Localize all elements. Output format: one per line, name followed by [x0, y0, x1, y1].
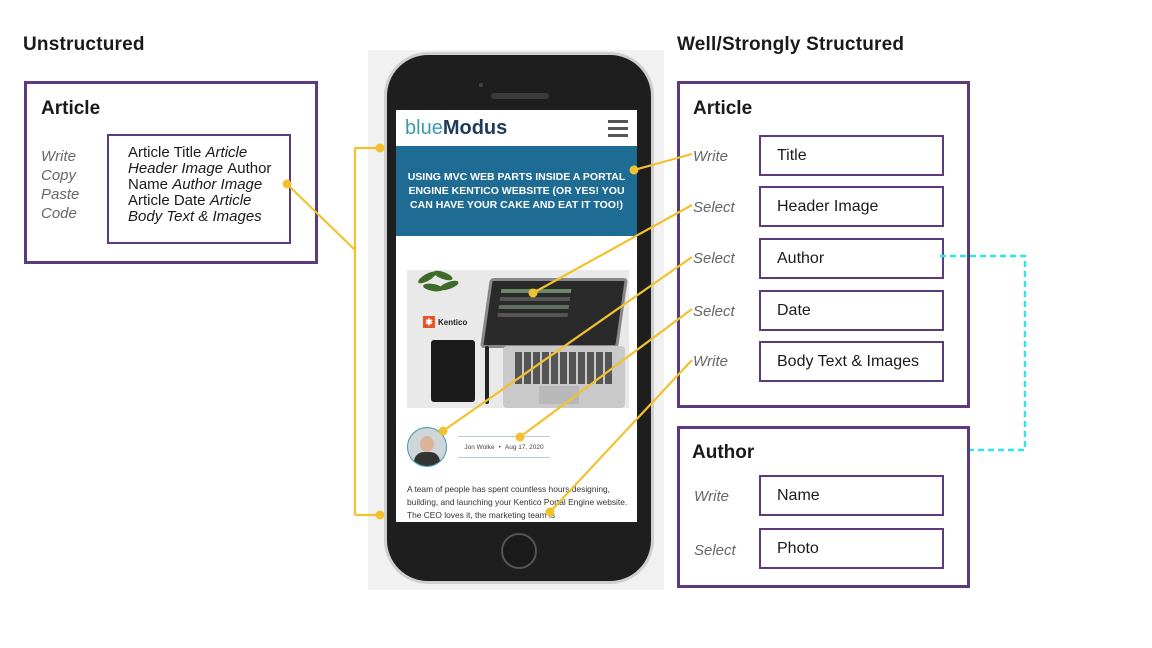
structured-article-box: Article Write Title Select Header Image …	[677, 81, 970, 408]
logo-blue-text: blue	[405, 117, 443, 139]
content-article-title: Article Title	[128, 144, 206, 161]
dot-unstructured	[282, 179, 292, 189]
heading-unstructured: Unstructured	[23, 34, 145, 55]
phone-speaker	[491, 93, 549, 99]
bluemodus-logo: blueModus	[405, 117, 507, 140]
unstructured-to-bracket-line	[286, 183, 356, 251]
dot-bracket-top	[375, 143, 385, 153]
notebook-graphic	[431, 340, 475, 402]
article-body-text: A team of people has spent countless hou…	[407, 484, 628, 520]
kentico-logo: ✱Kentico	[423, 316, 467, 328]
article-title-banner: USING MVC WEB PARTS INSIDE A PORTAL ENGI…	[396, 146, 637, 236]
content-author-image: Author Image	[172, 176, 263, 193]
unstructured-box-title: Article	[41, 98, 101, 119]
article-verb-title: Write	[693, 148, 728, 165]
body-connector	[549, 359, 693, 513]
byline-date: Aug 17, 2020	[504, 443, 544, 451]
content-body-text: Article Body Text & Images	[128, 192, 262, 225]
date-connector	[519, 308, 693, 438]
unstructured-content-block: Article Title Article Header Image Autho…	[107, 134, 291, 244]
unstructured-article-box: Article Write Copy Paste Code Article Ti…	[24, 81, 318, 264]
field-name: Name	[759, 475, 944, 516]
verb-write: Write	[41, 148, 76, 165]
field-header-image: Header Image	[759, 186, 944, 227]
pen-graphic	[485, 346, 489, 404]
author-connector	[442, 256, 693, 432]
dot-date	[515, 432, 525, 442]
author-box-title: Author	[692, 442, 755, 463]
content-author-name: Author Name	[128, 160, 272, 193]
verb-code: Code	[41, 205, 77, 222]
dot-body	[545, 507, 555, 517]
author-reference-dashed-line	[940, 254, 1027, 452]
field-title: Title	[759, 135, 944, 176]
article-verb-author: Select	[693, 250, 735, 267]
article-box-title: Article	[693, 98, 753, 119]
kentico-logo-icon: ✱	[423, 316, 435, 328]
dot-author	[438, 426, 448, 436]
author-verb-name: Write	[694, 488, 729, 505]
content-article-date: Article Date	[128, 192, 210, 209]
dot-bracket-bottom	[375, 510, 385, 520]
unstructured-verbs: Write Copy Paste Code	[41, 147, 79, 223]
article-verb-body: Write	[693, 353, 728, 370]
field-date: Date	[759, 290, 944, 331]
phone-screen: blueModus USING MVC WEB PARTS INSIDE A P…	[396, 110, 637, 522]
header-image: ✱Kentico	[407, 270, 629, 408]
title-connector	[633, 152, 693, 172]
dot-title	[629, 165, 639, 175]
byline-separator: •	[498, 443, 501, 451]
field-author: Author	[759, 238, 944, 279]
article-verb-header-image: Select	[693, 199, 735, 216]
heading-structured: Well/Strongly Structured	[677, 34, 905, 55]
author-verb-photo: Select	[694, 542, 736, 559]
hamburger-menu-icon	[608, 120, 628, 137]
logo-modus-text: Modus	[442, 117, 508, 139]
structured-author-box: Author Write Name Select Photo	[677, 426, 970, 588]
article-verb-date: Select	[693, 303, 735, 320]
home-button-icon	[501, 533, 537, 569]
field-photo: Photo	[759, 528, 944, 569]
content-header-image: Article Header Image	[128, 144, 248, 177]
header-image-connector	[532, 204, 693, 294]
author-byline: Jon Wolke • Aug 17, 2020	[458, 436, 550, 458]
verb-paste: Paste	[41, 186, 80, 203]
phone-camera	[479, 83, 483, 87]
verb-copy: Copy	[41, 167, 77, 184]
field-body-text: Body Text & Images	[759, 341, 944, 382]
byline-author: Jon Wolke	[464, 443, 495, 451]
kentico-logo-text: Kentico	[438, 317, 468, 327]
dot-header-image	[528, 288, 538, 298]
